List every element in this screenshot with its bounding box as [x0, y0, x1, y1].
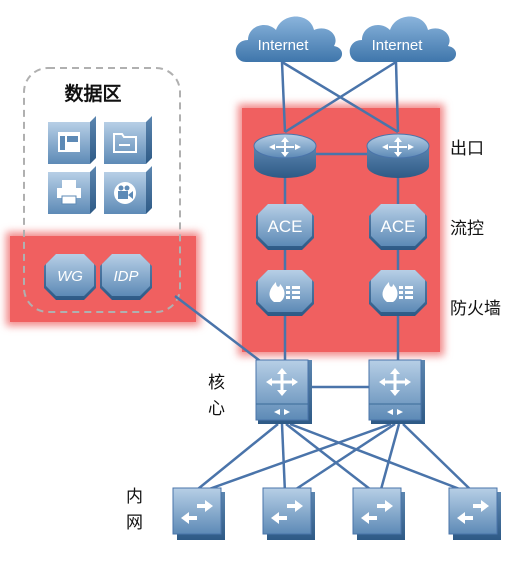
idp-label: IDP [113, 268, 138, 285]
firewall-flame-icon [382, 282, 413, 302]
ace-label: ACE [268, 217, 303, 236]
core-switch-port-icon [274, 409, 290, 415]
data-zone-title: 数据区 [64, 82, 121, 105]
wg-device: WG [44, 254, 96, 300]
flow-control-label: 流控 [450, 219, 484, 239]
printer-server-icon [48, 166, 96, 214]
router-arrows-icon [382, 137, 414, 157]
firewall-2 [369, 270, 427, 316]
folder-server-icon [104, 116, 152, 164]
link-dz-core1 [174, 295, 273, 371]
switch-arrows-icon [181, 500, 213, 524]
cloud-label: Internet [258, 37, 310, 54]
switch-arrows-icon [361, 500, 393, 524]
core-switch-arrows-icon [379, 368, 411, 396]
camera-server-icon [104, 166, 152, 214]
access-switch-4 [448, 487, 501, 540]
firewall-1 [256, 270, 314, 316]
core-switch-2 [368, 359, 425, 424]
internet-cloud-2: Internet [349, 16, 457, 62]
window-server-icon [48, 116, 96, 164]
egress-label: 出口 [450, 139, 484, 159]
data-zone-border [23, 67, 181, 313]
network-links [174, 60, 475, 495]
cloud-label: Internet [372, 37, 424, 54]
switch-arrows-icon [271, 500, 303, 524]
access-switch-2 [262, 487, 315, 540]
egress-router-1 [253, 133, 317, 178]
ace-device-2: ACE [369, 204, 427, 250]
data-zone-device-highlight [6, 232, 200, 326]
wg-label: WG [57, 268, 83, 285]
ace-label: ACE [381, 217, 416, 236]
core-label-line2: 心 [208, 399, 225, 419]
switch-arrows-icon [457, 500, 489, 524]
intranet-label-line1: 内 [126, 487, 143, 507]
egress-router-2 [366, 133, 430, 178]
internet-cloud-1: Internet [235, 16, 343, 62]
core-label-line1: 核 [208, 373, 225, 393]
firewall-flame-icon [269, 282, 300, 302]
idp-device: IDP [100, 254, 152, 300]
intranet-label-line2: 网 [126, 513, 143, 533]
router-arrows-icon [269, 137, 301, 157]
link-cloud2-router2 [394, 61, 400, 133]
core-switch-1 [255, 359, 312, 424]
link-cloud1-router1 [280, 61, 287, 133]
access-switch-3 [352, 487, 405, 540]
core-switch-port-icon [387, 409, 403, 415]
link-cloud2-router1 [284, 60, 397, 134]
firewall-label: 防火墙 [450, 299, 501, 319]
access-switch-1 [172, 487, 225, 540]
ace-device-1: ACE [256, 204, 314, 250]
core-switch-arrows-icon [266, 368, 298, 396]
